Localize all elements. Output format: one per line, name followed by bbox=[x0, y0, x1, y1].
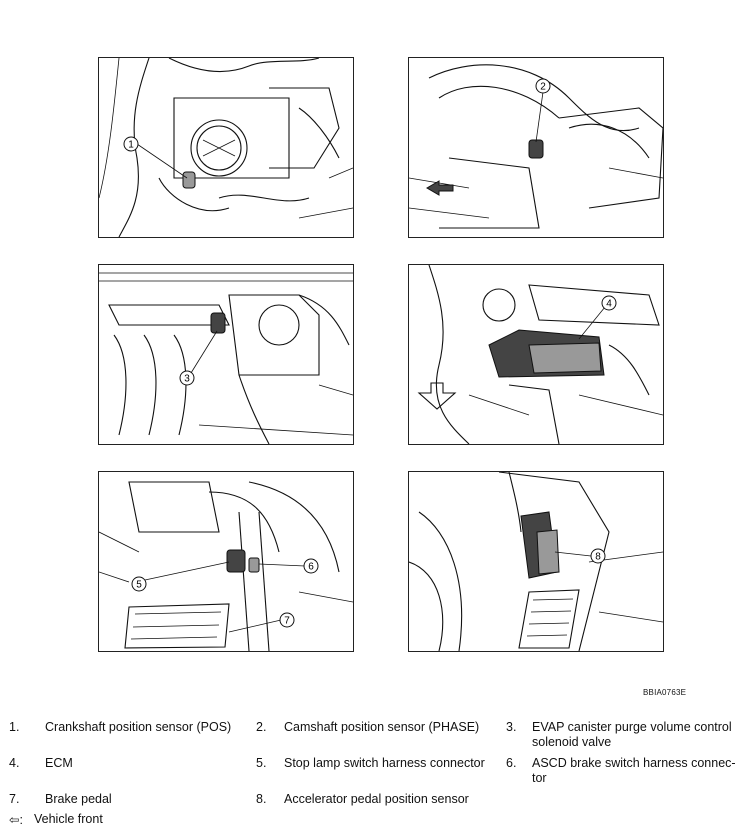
legend-num-1: 1. bbox=[9, 720, 20, 734]
panel-brake-pedal: 5 6 7 bbox=[98, 471, 354, 652]
legend-text-6: ASCD brake switch harness connec-tor bbox=[532, 756, 736, 785]
callout-3: 3 bbox=[179, 330, 218, 386]
svg-text:6: 6 bbox=[308, 562, 314, 573]
legend-num-5: 5. bbox=[256, 756, 267, 770]
legend-num-8: 8. bbox=[256, 792, 267, 806]
svg-text:3: 3 bbox=[184, 374, 190, 385]
panel-camshaft-sensor: 2 bbox=[408, 57, 664, 238]
callout-7: 7 bbox=[228, 612, 295, 633]
legend-num-2: 2. bbox=[256, 720, 267, 734]
panel-crankshaft-sensor: 1 bbox=[98, 57, 354, 238]
svg-text:7: 7 bbox=[284, 616, 290, 627]
arrow-left-icon: ⇦: bbox=[9, 813, 23, 827]
callout-8: 8 bbox=[554, 548, 606, 564]
legend-text-5: Stop lamp switch harness connector bbox=[284, 756, 485, 770]
legend-num-7: 7. bbox=[9, 792, 20, 806]
svg-text:8: 8 bbox=[595, 552, 601, 563]
callout-label: 1 bbox=[128, 140, 134, 151]
legend-num-6: 6. bbox=[506, 756, 517, 770]
legend-text-7: Brake pedal bbox=[45, 792, 112, 806]
figure-code: BBIA0763E bbox=[643, 688, 687, 697]
callout-4: 4 bbox=[578, 295, 617, 340]
callout-2: 2 bbox=[535, 78, 551, 143]
callout-1: 1 bbox=[123, 136, 188, 179]
legend-text-3: EVAP canister purge volume control solen… bbox=[532, 720, 732, 749]
legend-num-4: 4. bbox=[9, 756, 20, 770]
legend-num-3: 3. bbox=[506, 720, 517, 734]
panel-evap-valve: 3 bbox=[98, 264, 354, 445]
callout-6: 6 bbox=[258, 558, 319, 574]
callout-5: 5 bbox=[131, 561, 230, 592]
svg-text:4: 4 bbox=[606, 299, 612, 310]
legend-text-8: Accelerator pedal position sensor bbox=[284, 792, 469, 806]
legend-text-1: Crankshaft position sensor (POS) bbox=[45, 720, 232, 734]
vehicle-front-label: Vehicle front bbox=[34, 812, 103, 826]
svg-text:5: 5 bbox=[136, 580, 142, 591]
svg-text:2: 2 bbox=[540, 82, 546, 93]
legend-text-4: ECM bbox=[45, 756, 73, 770]
legend-text-2: Camshaft position sensor (PHASE) bbox=[284, 720, 480, 734]
panel-ecm: 4 bbox=[408, 264, 664, 445]
panel-accelerator-pedal: 8 bbox=[408, 471, 664, 652]
crankshaft-illustration bbox=[99, 58, 353, 237]
